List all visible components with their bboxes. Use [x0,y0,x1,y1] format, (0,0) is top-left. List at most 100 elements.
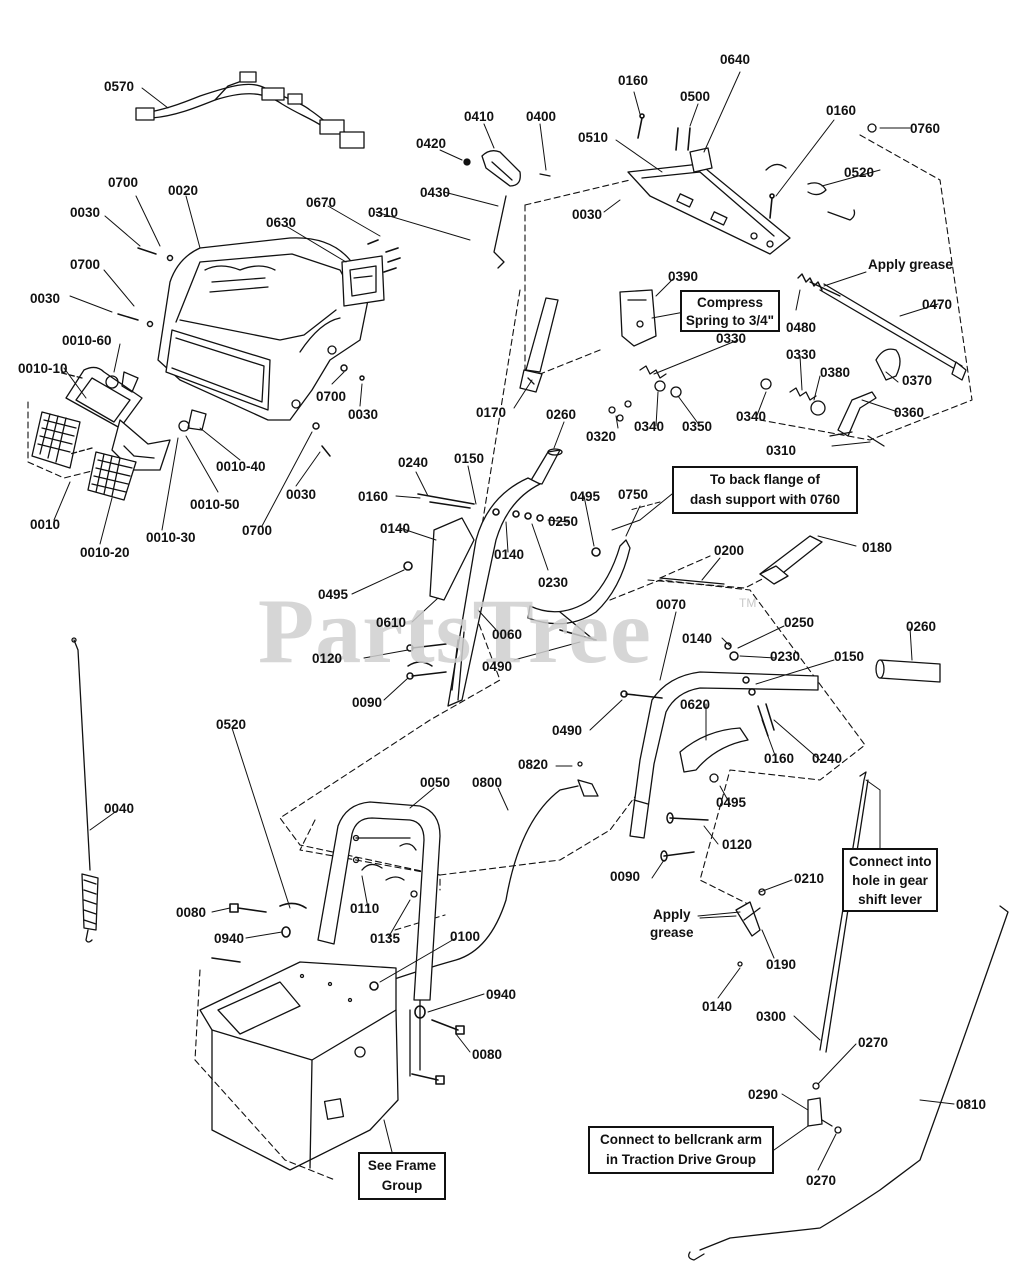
part-label-0350[interactable]: 0350 [682,419,713,434]
part-label-0640[interactable]: 0640 [720,52,751,67]
part-label-0410[interactable]: 0410 [464,109,495,124]
part-label-0250[interactable]: 0250 [784,615,815,630]
part-label-0040[interactable]: 0040 [104,801,135,816]
part-label-0310[interactable]: 0310 [766,443,797,458]
part-label-0080[interactable]: 0080 [472,1047,503,1062]
part-label-0700[interactable]: 0700 [242,523,273,538]
see-frame-group-note[interactable]: See Frame Group [358,1152,446,1200]
part-label-0480[interactable]: 0480 [786,320,817,335]
part-label-0270[interactable]: 0270 [858,1035,889,1050]
part-label-0610[interactable]: 0610 [376,615,407,630]
part-label-0670[interactable]: 0670 [306,195,337,210]
part-label-0010-60[interactable]: 0010-60 [62,333,112,348]
part-label-0160[interactable]: 0160 [358,489,389,504]
part-label-0150[interactable]: 0150 [454,451,485,466]
part-label-0260[interactable]: 0260 [906,619,937,634]
part-label-0940[interactable]: 0940 [486,987,517,1002]
part-label-0310[interactable]: 0310 [368,205,399,220]
part-label-0430[interactable]: 0430 [420,185,451,200]
part-label-0630[interactable]: 0630 [266,215,297,230]
part-label-0620[interactable]: 0620 [680,697,711,712]
part-label-0380[interactable]: 0380 [820,365,851,380]
part-label-0700[interactable]: 0700 [70,257,101,272]
part-label-0020[interactable]: 0020 [168,183,199,198]
part-label-0495[interactable]: 0495 [716,795,747,810]
part-label-0010-10[interactable]: 0010-10 [18,361,68,376]
part-label-0135[interactable]: 0135 [370,931,401,946]
part-label-0110[interactable]: 0110 [350,901,380,916]
part-label-0495[interactable]: 0495 [570,489,601,504]
part-label-0050[interactable]: 0050 [420,775,451,790]
part-label-0420[interactable]: 0420 [416,136,447,151]
part-label-0290[interactable]: 0290 [748,1087,779,1102]
part-label-0180[interactable]: 0180 [862,540,893,555]
headlight-kit-0010 [31,366,207,501]
part-label-0250[interactable]: 0250 [548,514,579,529]
part-label-0010-20[interactable]: 0010-20 [80,545,130,560]
part-label-0210[interactable]: 0210 [794,871,825,886]
part-label-0010-30[interactable]: 0010-30 [146,530,196,545]
part-label-0330[interactable]: 0330 [716,331,747,346]
part-label-0495[interactable]: 0495 [318,587,349,602]
part-label-0090[interactable]: 0090 [352,695,383,710]
part-label-0520[interactable]: 0520 [844,165,875,180]
part-label-0240[interactable]: 0240 [398,455,429,470]
part-label-0940[interactable]: 0940 [214,931,245,946]
part-label-0120[interactable]: 0120 [312,651,343,666]
part-label-0230[interactable]: 0230 [538,575,569,590]
part-label-0010[interactable]: 0010 [30,517,61,532]
part-label-0160[interactable]: 0160 [764,751,795,766]
part-label-0570[interactable]: 0570 [104,79,135,94]
part-label-0800[interactable]: 0800 [472,775,503,790]
part-label-0490[interactable]: 0490 [552,723,583,738]
part-label-0700[interactable]: 0700 [108,175,139,190]
part-label-0100[interactable]: 0100 [450,929,481,944]
part-label-0510[interactable]: 0510 [578,130,609,145]
part-label-0030[interactable]: 0030 [30,291,61,306]
part-label-0300[interactable]: 0300 [756,1009,787,1024]
part-label-0060[interactable]: 0060 [492,627,523,642]
part-label-0170[interactable]: 0170 [476,405,507,420]
part-label-0750[interactable]: 0750 [618,487,649,502]
part-label-0810[interactable]: 0810 [956,1097,987,1112]
part-label-0340[interactable]: 0340 [634,419,665,434]
part-label-0030[interactable]: 0030 [572,207,603,222]
part-label-0120[interactable]: 0120 [722,837,753,852]
part-label-0090[interactable]: 0090 [610,869,641,884]
part-label-0010-50[interactable]: 0010-50 [190,497,240,512]
part-label-0400[interactable]: 0400 [526,109,557,124]
part-label-0230[interactable]: 0230 [770,649,801,664]
part-label-0470[interactable]: 0470 [922,297,953,312]
part-label-0010-40[interactable]: 0010-40 [216,459,266,474]
part-label-0140[interactable]: 0140 [682,631,713,646]
part-label-0360[interactable]: 0360 [894,405,925,420]
part-label-0320[interactable]: 0320 [586,429,617,444]
part-label-0340[interactable]: 0340 [736,409,767,424]
part-label-0390[interactable]: 0390 [668,269,699,284]
part-label-0190[interactable]: 0190 [766,957,797,972]
part-label-0160[interactable]: 0160 [618,73,649,88]
part-label-0140[interactable]: 0140 [380,521,411,536]
part-label-0200[interactable]: 0200 [714,543,745,558]
part-label-0370[interactable]: 0370 [902,373,933,388]
part-label-0330[interactable]: 0330 [786,347,817,362]
part-label-0070[interactable]: 0070 [656,597,687,612]
part-label-0140[interactable]: 0140 [702,999,733,1014]
part-label-0820[interactable]: 0820 [518,757,549,772]
part-label-0030[interactable]: 0030 [348,407,379,422]
part-label-0240[interactable]: 0240 [812,751,843,766]
back-flange-line-1: To back flange of [709,472,820,487]
part-label-0520[interactable]: 0520 [216,717,247,732]
part-label-0030[interactable]: 0030 [70,205,101,220]
part-label-0270[interactable]: 0270 [806,1173,837,1188]
part-label-0160[interactable]: 0160 [826,103,857,118]
part-label-0030[interactable]: 0030 [286,487,317,502]
part-label-0260[interactable]: 0260 [546,407,577,422]
part-label-0140[interactable]: 0140 [494,547,525,562]
part-label-0080[interactable]: 0080 [176,905,207,920]
part-label-0490[interactable]: 0490 [482,659,513,674]
part-label-0500[interactable]: 0500 [680,89,711,104]
part-label-0700[interactable]: 0700 [316,389,347,404]
part-label-0150[interactable]: 0150 [834,649,865,664]
part-label-0760[interactable]: 0760 [910,121,941,136]
